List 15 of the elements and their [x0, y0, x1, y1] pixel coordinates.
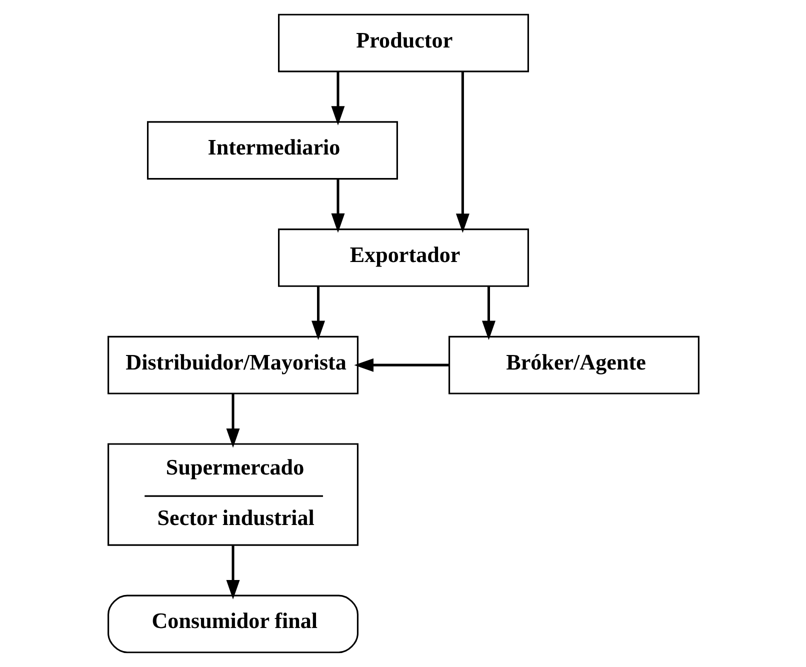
- node-box: Exportador: [278, 228, 528, 287]
- node-box: Consumidor final: [107, 594, 358, 654]
- node-box: Productor: [278, 14, 528, 72]
- node-box: Distribuidor/Mayorista: [107, 336, 358, 394]
- arrow: [226, 546, 240, 600]
- arrow: [311, 286, 324, 340]
- node-box: Bróker/Agente: [448, 336, 699, 394]
- arrow: [482, 286, 495, 340]
- node-box: Intermediario: [146, 121, 398, 180]
- arrow: [330, 72, 344, 126]
- arrow: [455, 72, 469, 233]
- arrow: [330, 179, 344, 233]
- arrow: [226, 394, 240, 448]
- node-box: Supermercado Sector industrial: [107, 443, 358, 546]
- arrow: [354, 358, 448, 372]
